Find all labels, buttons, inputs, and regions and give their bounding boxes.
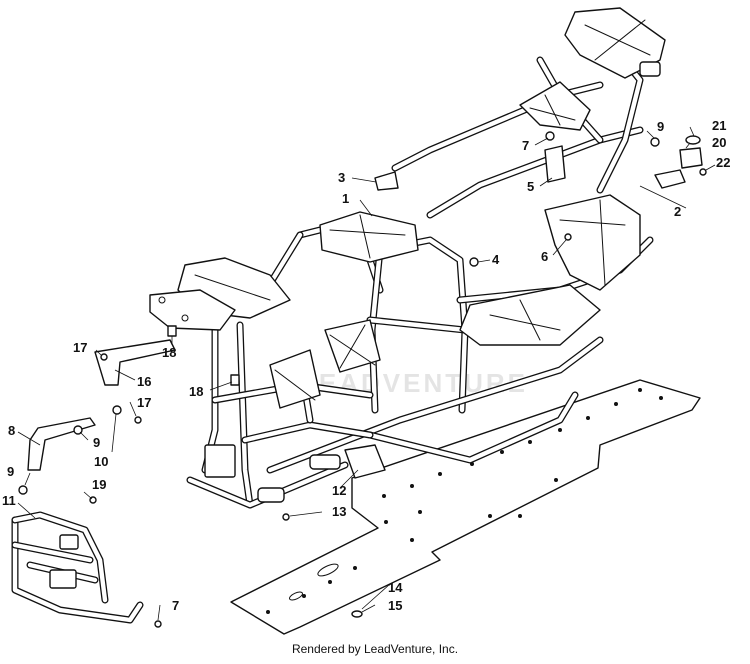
clip-18-upper xyxy=(167,325,177,337)
callout-8: 8 xyxy=(8,423,15,438)
bolt-13 xyxy=(282,513,290,521)
callout-13: 13 xyxy=(332,504,346,519)
callout-10: 10 xyxy=(94,454,108,469)
bolt-17-lower xyxy=(134,416,142,424)
callout-19: 19 xyxy=(92,477,106,492)
callout-6: 6 xyxy=(541,249,548,264)
bolt-6 xyxy=(564,233,572,241)
callout-20: 20 xyxy=(712,135,726,150)
callout-2: 2 xyxy=(674,204,681,219)
callout-21: 21 xyxy=(712,118,726,133)
callout-12: 12 xyxy=(332,483,346,498)
callout-9-bracket: 9 xyxy=(93,435,100,450)
bolt-7-front xyxy=(154,620,162,628)
front-bumper xyxy=(11,511,144,624)
footer-credit: Rendered by LeadVenture, Inc. xyxy=(291,642,459,656)
nut-9-rear xyxy=(650,137,660,147)
bracket-20 xyxy=(679,147,703,169)
callout-4: 4 xyxy=(492,252,500,267)
nut-4 xyxy=(469,257,479,267)
bracket-16 xyxy=(94,339,176,386)
callout-18-upper: 18 xyxy=(162,345,176,360)
callout-5: 5 xyxy=(527,179,534,194)
callout-7-front: 7 xyxy=(172,598,179,613)
callout-17-upper: 17 xyxy=(73,340,87,355)
bracket-12 xyxy=(344,444,386,479)
callout-9-rear: 9 xyxy=(657,119,664,134)
washer-21 xyxy=(685,135,701,145)
callout-11: 11 xyxy=(2,493,16,508)
skid-plate xyxy=(230,379,701,635)
callout-22: 22 xyxy=(716,155,730,170)
bracket-3 xyxy=(374,171,399,191)
callout-9-bumper: 9 xyxy=(7,464,14,479)
callout-15: 15 xyxy=(388,598,402,613)
callout-1: 1 xyxy=(342,191,349,206)
callout-7-rear: 7 xyxy=(522,138,529,153)
nut-9-bumper xyxy=(18,485,28,495)
leader-lines xyxy=(17,126,716,621)
bracket-5 xyxy=(544,145,566,183)
main-frame xyxy=(149,7,666,509)
nut-10 xyxy=(112,405,122,415)
shim-2 xyxy=(654,169,686,189)
callout-16: 16 xyxy=(137,374,151,389)
callout-17-lower: 17 xyxy=(137,395,151,410)
callout-14: 14 xyxy=(388,580,403,595)
bolt-17-upper xyxy=(100,353,108,361)
clip-18-lower xyxy=(230,374,240,386)
callout-3: 3 xyxy=(338,170,345,185)
bolt-22 xyxy=(699,168,707,176)
bolt-15 xyxy=(351,610,363,618)
callout-labels: 1 2 3 4 5 6 7 7 8 9 9 9 10 11 12 13 14 1… xyxy=(2,118,730,613)
bracket-8 xyxy=(27,417,96,471)
callout-18-lower: 18 xyxy=(189,384,203,399)
